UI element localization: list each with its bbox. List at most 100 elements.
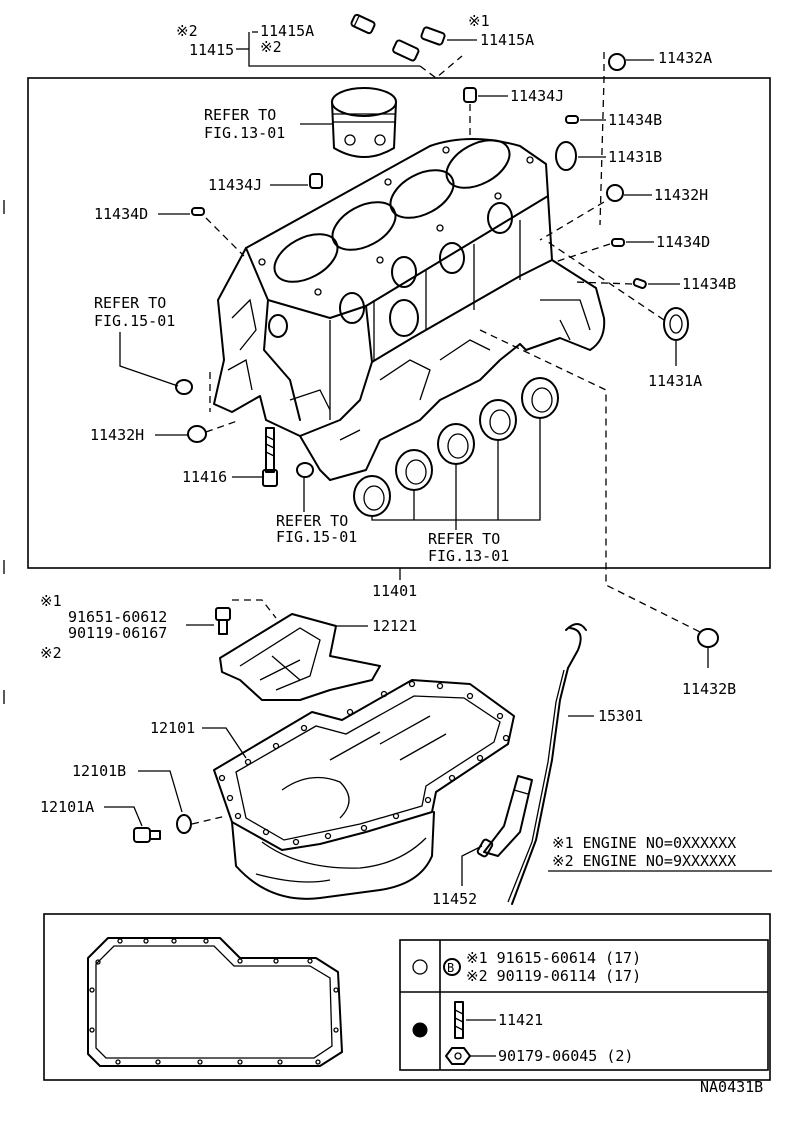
part-12121: 12121 bbox=[219, 613, 417, 701]
bolt-90119-06167: 90119-06167 bbox=[68, 624, 167, 642]
open-circle-icon bbox=[412, 959, 428, 975]
cylinder-block-frame bbox=[27, 77, 771, 569]
washer-icon-12101B bbox=[176, 814, 192, 834]
bearing-icon-1 bbox=[353, 475, 391, 517]
mark-1-pan: ※1 bbox=[40, 592, 62, 610]
legend-row1-line2: ※2 90119-06114 (17) bbox=[466, 967, 641, 985]
plug-icon-11415-b bbox=[392, 39, 420, 62]
plug-group-11415: ※2 11415A 11415 ※2 ※1 11415A bbox=[176, 12, 534, 79]
bolt-callouts: ※1 91651-60612 90119-06167 ※2 bbox=[40, 592, 277, 662]
callout-11434J-left: 11434J bbox=[208, 176, 262, 194]
b-bolt-icon: B bbox=[443, 958, 461, 976]
callout-11431B: 11431B bbox=[608, 148, 662, 166]
ref-fig-15-01-left: FIG.15-01 bbox=[94, 312, 175, 330]
dashed-guide-top bbox=[419, 55, 463, 79]
legend-row1-line1: ※1 91615-60614 (17) bbox=[466, 949, 641, 967]
leader-12101B bbox=[138, 770, 183, 813]
bolt-icon-pan bbox=[215, 607, 231, 635]
dashed-guide-11432B bbox=[479, 329, 701, 633]
leader-12101A bbox=[104, 806, 143, 827]
part-11434J-top: 11434J bbox=[463, 87, 564, 140]
callout-11452: 11452 bbox=[432, 890, 477, 908]
guide-tube-icon bbox=[476, 775, 533, 858]
part-11434J-left: 11434J bbox=[208, 173, 323, 194]
part-11431A: 11431A bbox=[544, 239, 702, 390]
ref-fig-15-01-bottom: FIG.15-01 bbox=[276, 528, 357, 546]
pin-icon-11434B-top bbox=[565, 115, 579, 124]
part-11452: 11452 bbox=[432, 775, 533, 908]
callout-12101: 12101 bbox=[150, 719, 195, 737]
legend-bolt-90179-06045: 90179-06045 (2) bbox=[498, 1047, 633, 1065]
piston-reference: REFER TO FIG.13-01 bbox=[204, 87, 397, 158]
callout-11434D-left: 11434D bbox=[94, 205, 148, 223]
pan-gasket-icon bbox=[87, 937, 343, 1067]
callout-12101A: 12101A bbox=[40, 798, 94, 816]
plug-icon-11415A-c bbox=[420, 26, 446, 46]
callout-12121: 12121 bbox=[372, 617, 417, 635]
dipstick-icon bbox=[507, 623, 587, 905]
part-11434D-right: 11434D bbox=[554, 233, 710, 263]
part-15301-dipstick: 15301 bbox=[507, 623, 643, 905]
plug-icon-11432A bbox=[608, 53, 626, 71]
callout-11415: 11415 bbox=[189, 41, 234, 59]
seal-icon-11431A bbox=[663, 307, 689, 341]
pin-icon-11434D-right bbox=[611, 238, 625, 247]
mark-2-pan: ※2 bbox=[40, 644, 62, 662]
seal-icon-11431B bbox=[555, 141, 577, 171]
bolt-91651-60612: 91651-60612 bbox=[68, 608, 167, 626]
callout-11434B-right: 11434B bbox=[682, 275, 736, 293]
piston-icon bbox=[331, 87, 397, 158]
callout-11432B: 11432B bbox=[682, 680, 736, 698]
callout-11415A-right: 11415A bbox=[480, 31, 534, 49]
callout-11432H-left: 11432H bbox=[90, 426, 144, 444]
part-11432H-left: 11432H bbox=[90, 419, 241, 444]
bearing-icon-3 bbox=[437, 423, 475, 465]
reference-fig-15-01-left: REFER TO FIG.15-01 bbox=[94, 294, 211, 412]
part-11432H-right: 11432H bbox=[539, 184, 708, 241]
callout-11432H-right: 11432H bbox=[654, 186, 708, 204]
refer-to-3: REFER TO bbox=[276, 512, 348, 530]
part-12101A: 12101A bbox=[40, 798, 161, 843]
plug-icon-lower bbox=[296, 462, 314, 478]
oil-pan-icon bbox=[213, 679, 515, 900]
callout-11415A-top: 11415A bbox=[260, 22, 314, 40]
part-11434B-right: 11434B bbox=[574, 275, 736, 293]
engine-note-1: ※1 ENGINE NO=0XXXXXX bbox=[552, 834, 736, 852]
leader-11452 bbox=[461, 845, 483, 886]
reference-fig-15-01-bottom: REFER TO FIG.15-01 bbox=[276, 478, 357, 546]
dashed-guide-11432A bbox=[599, 52, 605, 226]
leader-12101 bbox=[202, 727, 247, 759]
plug-icon-11415A-a bbox=[350, 13, 376, 35]
engine-note-2: ※2 ENGINE NO=9XXXXXX bbox=[552, 852, 736, 870]
bearing-icon-5 bbox=[521, 377, 559, 419]
callout-11434B-top: 11434B bbox=[608, 111, 662, 129]
filled-circle-icon bbox=[412, 1022, 428, 1038]
part-11432B: 11432B bbox=[682, 628, 736, 698]
dashed-guide-11434D-right bbox=[554, 243, 611, 263]
gasket-fastener-box bbox=[43, 913, 771, 1081]
refer-to-2: REFER TO bbox=[94, 294, 166, 312]
bearing-icon-4 bbox=[479, 399, 517, 441]
callout-15301: 15301 bbox=[598, 707, 643, 725]
engine-number-notes: ※1 ENGINE NO=0XXXXXX ※2 ENGINE NO=9XXXXX… bbox=[548, 834, 772, 872]
dowel-icon-11434J-top bbox=[463, 87, 477, 103]
callout-11434D-right: 11434D bbox=[656, 233, 710, 251]
part-11416: 11416 bbox=[182, 427, 278, 487]
pin-icon-11434D-left bbox=[191, 207, 205, 216]
plug-icon-11432B bbox=[697, 628, 719, 648]
part-12101B: 12101B bbox=[72, 762, 227, 834]
legend-frame bbox=[399, 939, 769, 1071]
drain-plug-icon bbox=[133, 827, 161, 843]
callout-11416: 11416 bbox=[182, 468, 227, 486]
nut-icon-90179-06045 bbox=[445, 1047, 471, 1065]
part-12101-oil-pan: 12101 bbox=[150, 679, 515, 900]
callout-11431A: 11431A bbox=[648, 372, 702, 390]
callout-11434J-top: 11434J bbox=[510, 87, 564, 105]
part-11432A: 11432A bbox=[599, 49, 712, 226]
dashed-guide-11434B-right bbox=[574, 281, 633, 285]
ref-fig-13-01-top: FIG.13-01 bbox=[204, 124, 285, 142]
cylinder-block-drawing bbox=[213, 138, 606, 481]
part-11434B-top: 11434B bbox=[565, 111, 662, 129]
